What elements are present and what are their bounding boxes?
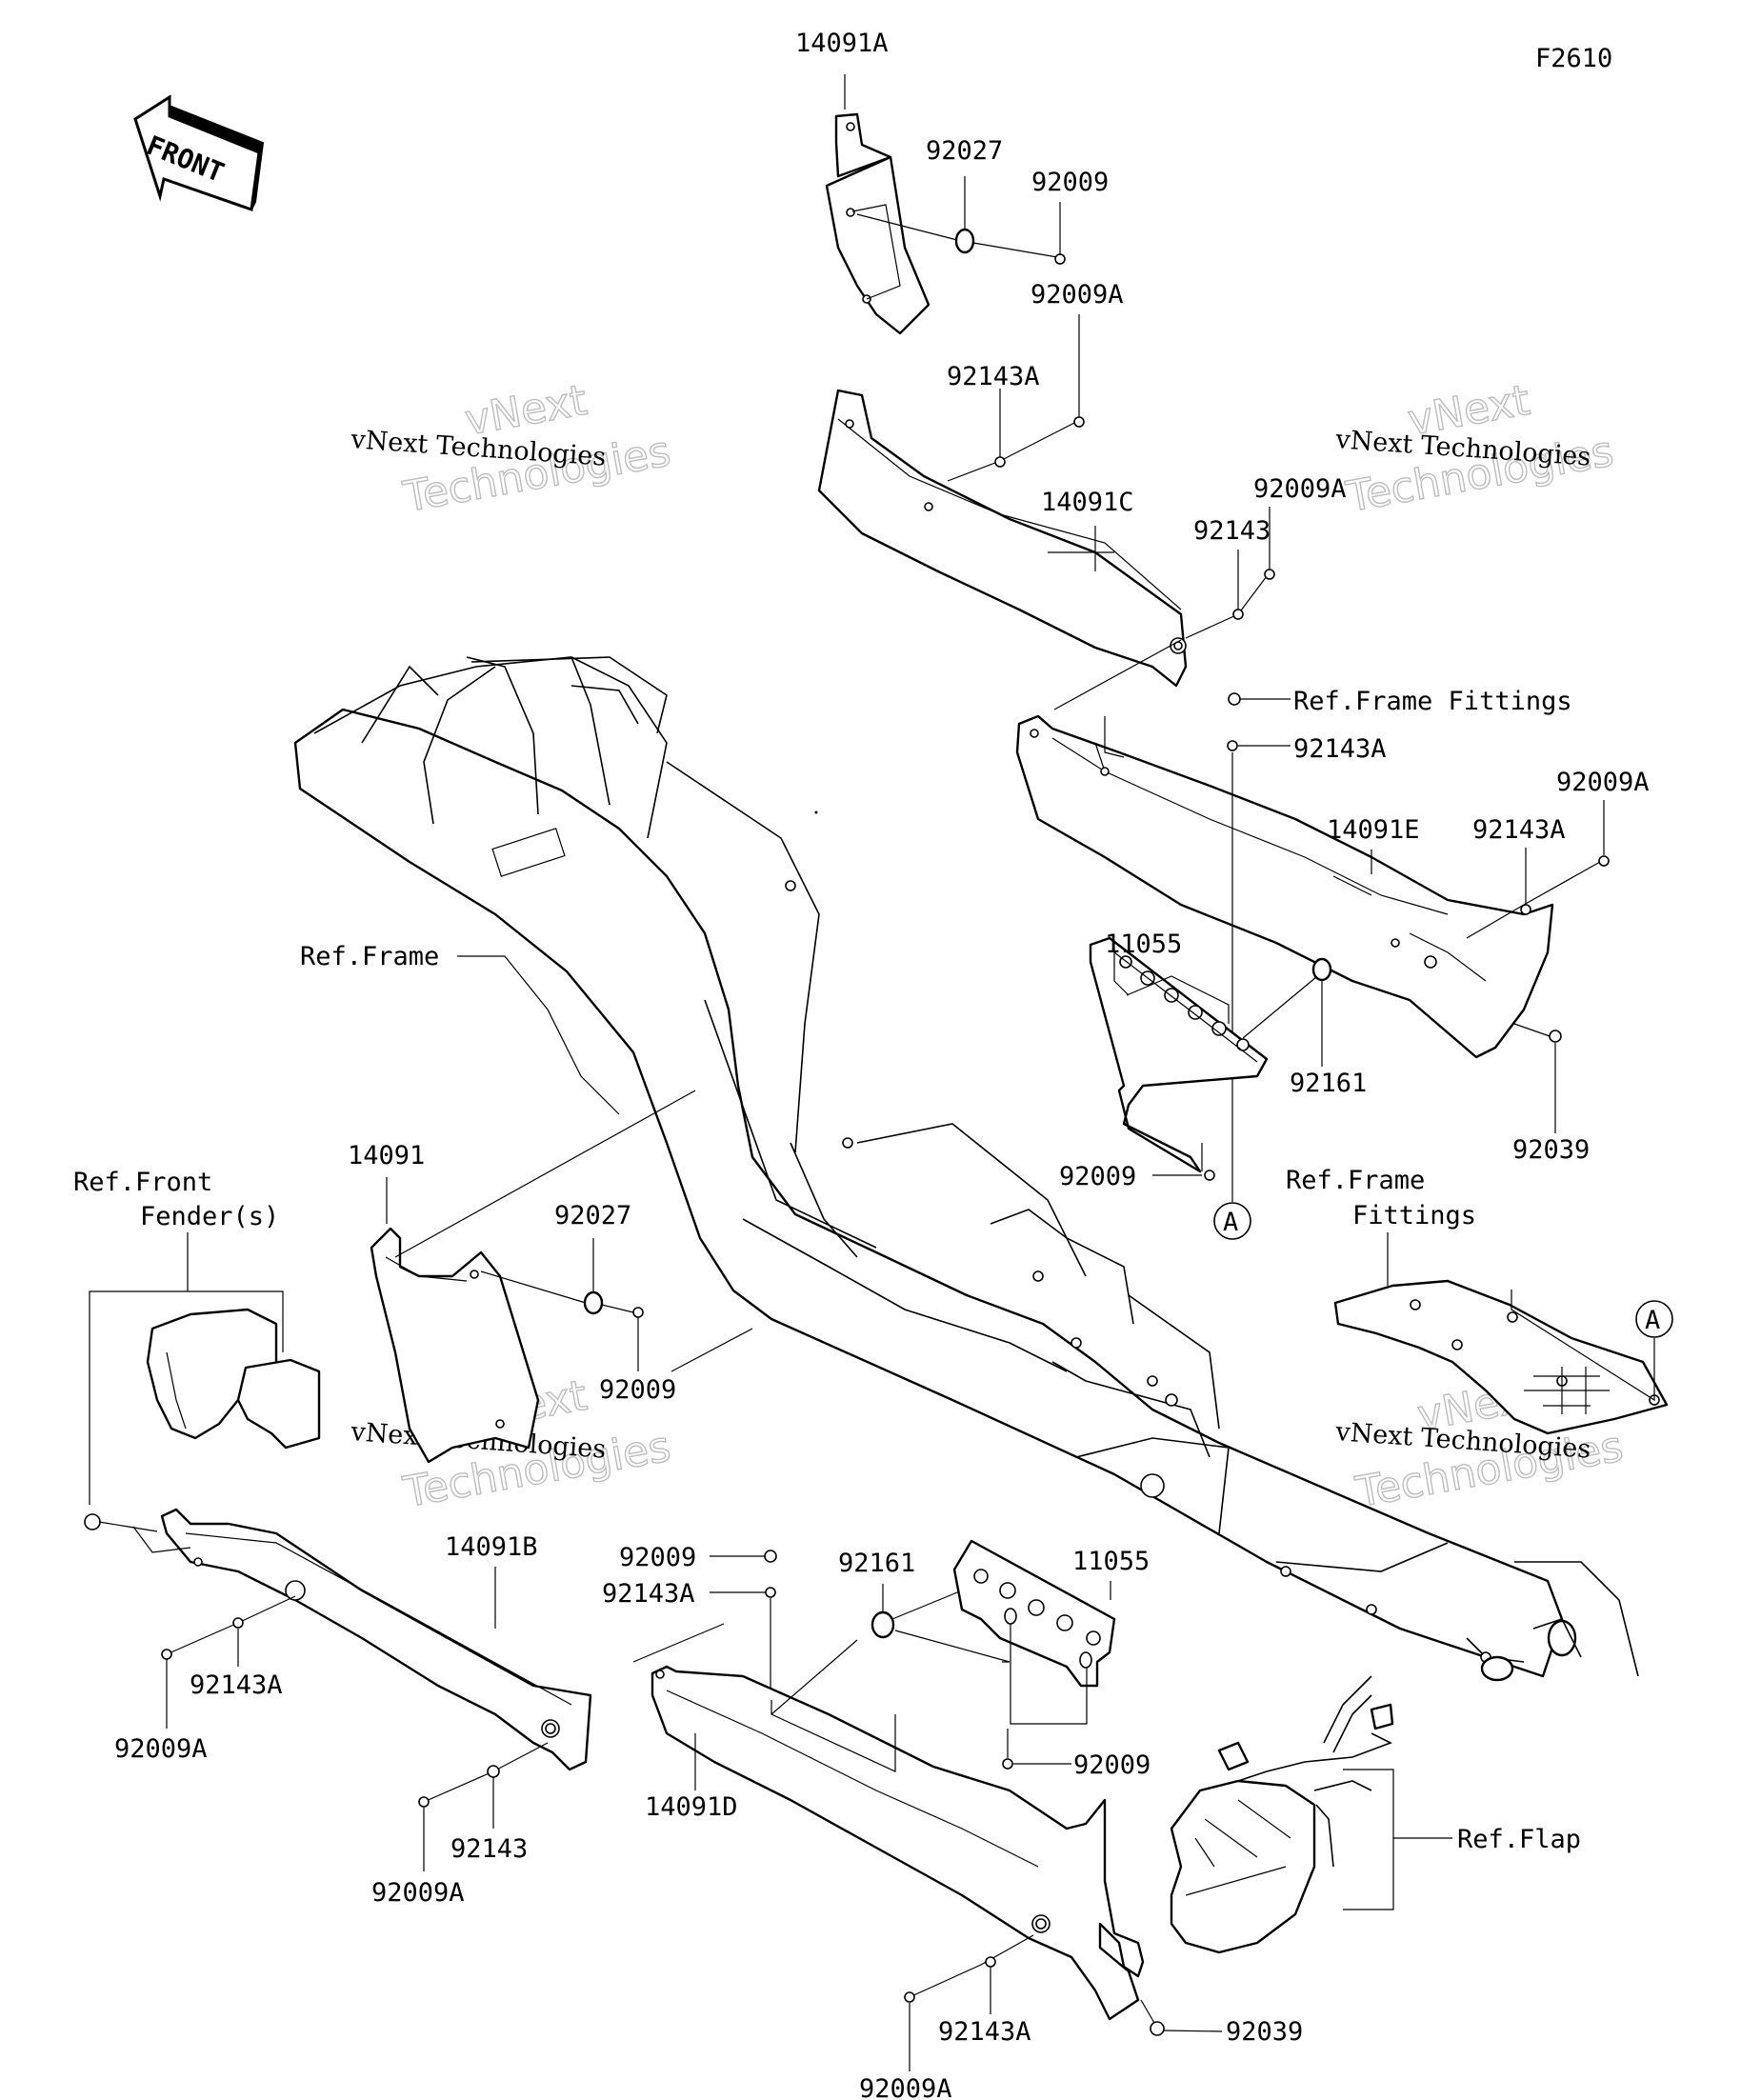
label-ref-frame: Ref.Frame [300,942,439,971]
ref-front-fender [146,1308,321,1450]
part-92161-grommet[interactable] [870,1610,895,1639]
callout-a-2 [1635,1300,1673,1338]
part-92143A-washer[interactable] [765,1587,776,1598]
part-14091C[interactable] [817,389,1188,688]
label-92009A-4: 92009A [114,1734,208,1764]
label-92009-top: 92009 [1031,168,1109,197]
part-92143A-washer[interactable] [232,1617,244,1629]
part-92009A-bolt[interactable] [418,1796,430,1808]
frame [293,656,1639,1682]
part-92143-washer[interactable] [1232,609,1244,620]
callout-a-1 [1213,1202,1251,1240]
figure-code: F2610 [1535,44,1612,73]
part-14091B[interactable] [160,1508,592,1771]
front-arrow-icon: FRONT [133,94,265,212]
label-92161-1: 92161 [1290,1069,1367,1098]
part-14091[interactable] [370,1227,540,1464]
label-92009-low2: 92009 [1073,1750,1151,1780]
part-92009A-bolt[interactable] [1598,855,1610,867]
label-92161-2: 92161 [838,1549,915,1578]
label-ref-flap: Ref.Flap [1457,1825,1581,1854]
part-92009A-bolt[interactable] [1073,416,1085,428]
part-92009-bolt[interactable] [1204,1170,1215,1181]
label-92143-2: 92143 [450,1834,528,1864]
label-92143A-4: 92143A [190,1670,283,1700]
label-92143A-2: 92143A [1293,734,1387,764]
ref-frame-fittings-plate [1333,1279,1669,1435]
label-92039-2: 92039 [1226,2017,1303,2047]
part-92009A-bolt[interactable] [904,1991,915,2003]
label-ref-frame-fittings-2a: Ref.Frame [1286,1166,1425,1195]
callout-a-1-label: A [1223,1208,1238,1237]
part-92143A-washer[interactable] [1227,740,1238,751]
label-14091A: 14091A [795,29,889,58]
label-92009A-1: 92009A [1031,280,1124,310]
label-92039-1: 92039 [1512,1135,1590,1165]
label-11055-1: 11055 [1105,930,1182,959]
label-14091E: 14091E [1327,815,1420,845]
part-92009-bolt[interactable] [764,1550,777,1563]
label-11055-2: 11055 [1072,1547,1150,1576]
part-92039-clip[interactable] [84,1513,101,1530]
part-14091E[interactable] [1015,714,1554,1059]
part-92009-bolt[interactable] [1002,1758,1013,1770]
ref-flap [1170,1675,1394,1954]
label-92009A-3: 92009A [1556,768,1650,797]
label-92009A-2: 92009A [1253,474,1347,504]
part-92009-bolt[interactable] [632,1307,644,1318]
label-ref-front-fender-1: Ref.Front [73,1168,212,1197]
part-92027-washer[interactable] [954,228,975,254]
label-ref-front-fender-2: Fender(s) [140,1202,279,1231]
label-ref-frame-fittings-2b: Fittings [1352,1201,1476,1230]
label-14091B: 14091B [445,1532,538,1562]
label-92009-low: 92009 [619,1543,696,1572]
label-14091D: 14091D [645,1792,738,1822]
label-92143A-low: 92143A [602,1579,695,1609]
part-92039-clip[interactable] [1549,1030,1562,1043]
callout-a-2-label: A [1645,1306,1660,1335]
label-92143A-5: 92143A [938,2017,1031,2047]
part-frame-fitting-bolt[interactable] [1228,692,1241,706]
label-92027-mid: 92027 [554,1201,631,1230]
part-92143A-washer[interactable] [1520,904,1531,915]
part-11055-upper[interactable] [1089,936,1269,1173]
label-14091C: 14091C [1041,488,1134,517]
part-92009A-bolt[interactable] [1264,569,1275,580]
part-14091D[interactable] [650,1665,1145,2021]
label-92027-top: 92027 [926,136,1003,166]
part-92009A-bolt[interactable] [161,1649,172,1660]
label-92009-mid: 92009 [1059,1162,1136,1191]
part-11055-lower[interactable] [952,1539,1116,1688]
part-92161-grommet[interactable] [1311,957,1332,982]
label-92009A-6: 92009A [859,2074,952,2100]
label-14091: 14091 [348,1141,425,1170]
label-92009A-5: 92009A [371,1878,465,1908]
part-92009-bolt[interactable] [972,242,1066,265]
label-92143A-1: 92143A [947,362,1040,391]
label-ref-frame-fittings-1: Ref.Frame Fittings [1293,687,1572,716]
part-14091A[interactable] [825,112,931,335]
label-92009-mid2: 92009 [599,1375,676,1405]
part-92143-washer[interactable] [487,1765,500,1778]
part-92039-clip[interactable] [1150,2021,1165,2036]
label-92143A-3: 92143A [1472,815,1566,845]
part-92143A-washer[interactable] [994,456,1006,468]
part-92143A-washer[interactable] [985,1956,996,1968]
part-92027-washer[interactable] [583,1290,604,1315]
label-92143-1: 92143 [1193,516,1271,546]
